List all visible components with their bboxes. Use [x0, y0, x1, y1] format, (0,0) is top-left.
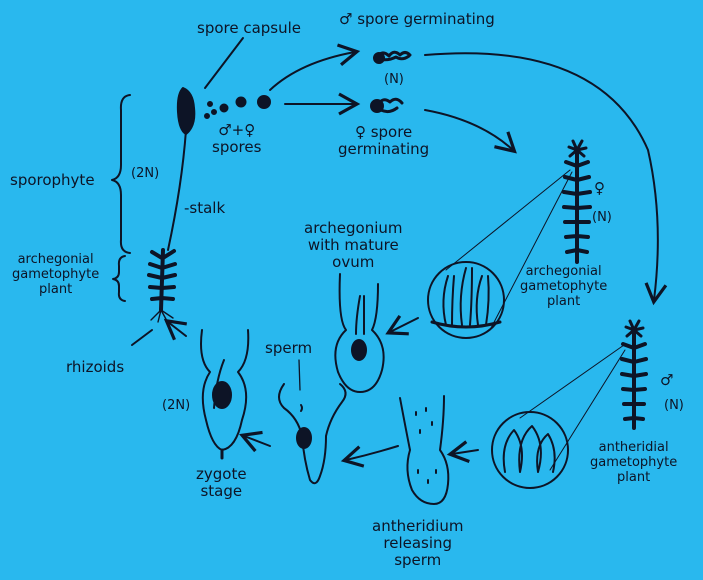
- archegonial-plant-right-stem: [564, 152, 590, 262]
- label-archegonium: archegonium with mature ovum: [304, 220, 403, 271]
- label-female-spore-germinating: ♀ spore germinating: [338, 124, 429, 158]
- spore-dot-2: [212, 110, 216, 114]
- label-male-plant-ploidy: (N): [664, 398, 684, 413]
- left-rhizoids: [151, 310, 173, 322]
- sporophyte-stalk: [168, 130, 186, 250]
- label-sperm: sperm: [265, 340, 312, 357]
- released-sperm-dots: [416, 408, 436, 483]
- zygote-cell: [213, 382, 231, 408]
- label-rhizoids: rhizoids: [66, 359, 124, 376]
- rhizoids-pointer: [132, 330, 152, 345]
- label-female-plant-ploidy: (N): [592, 210, 612, 225]
- arrow-antheridium-to-sperm: [346, 446, 398, 460]
- archegonium-shape: [335, 274, 383, 392]
- sperm-archegonium: [279, 384, 346, 483]
- archegonial-brace: [113, 256, 125, 301]
- spore-dot-3: [205, 114, 209, 118]
- spore-1: [221, 105, 228, 112]
- label-sporophyte-ploidy: (2N): [131, 166, 159, 181]
- label-male-spore-germinating: ♂ spore germinating: [339, 11, 495, 28]
- arrow-archegonial-to-archegonium: [390, 318, 418, 332]
- spore-dot-1: [208, 102, 212, 106]
- archegonia-in-circle: [443, 268, 488, 325]
- mature-ovum: [352, 340, 366, 360]
- sperm-pointer: [299, 360, 300, 390]
- sporophyte-brace: [112, 95, 130, 253]
- fertilized-ovum: [297, 428, 311, 448]
- label-male-spore-ploidy: (N): [384, 72, 404, 87]
- antheridia-in-circle: [504, 426, 555, 472]
- spore-2: [237, 98, 246, 107]
- label-spore-capsule: spore capsule: [197, 20, 301, 37]
- label-sporophyte: sporophyte: [10, 172, 95, 189]
- sperm-cell: [301, 405, 302, 411]
- label-zygote-ploidy: (2N): [162, 398, 190, 413]
- zoom-circle-base: [432, 322, 500, 327]
- left-gametophyte-plant: [149, 250, 175, 310]
- antheridial-plant-stem: [622, 334, 646, 428]
- label-spores: ♂+♀ spores: [212, 122, 261, 156]
- label-male-plant-symbol: ♂: [660, 372, 673, 389]
- label-stalk: -stalk: [184, 200, 225, 217]
- arrow-zygote-to-sporophyte: [168, 322, 186, 336]
- label-zygote-stage: zygote stage: [196, 466, 247, 500]
- arrow-sperm-to-zygote: [244, 436, 270, 446]
- spore-3: [258, 96, 270, 108]
- label-antheridial-plant: antheridial gametophyte plant: [590, 440, 677, 485]
- male-spore-body: [374, 53, 384, 63]
- arrow-to-male-spore: [270, 52, 355, 90]
- label-archegonial-plant-left: archegonial gametophyte plant: [12, 252, 99, 297]
- arrow-to-archegonial-plant: [425, 110, 513, 150]
- label-archegonial-plant-right: archegonial gametophyte plant: [520, 264, 607, 309]
- spore-capsule-shape: [178, 88, 194, 134]
- label-antheridium: antheridium releasing sperm: [372, 518, 463, 569]
- label-female-plant-symbol: ♀: [594, 180, 605, 197]
- spore-capsule-pointer: [205, 38, 243, 88]
- arrow-antheridial-to-antheridium: [452, 450, 478, 454]
- antheridium-shape: [400, 396, 448, 504]
- female-spore-body: [371, 100, 383, 112]
